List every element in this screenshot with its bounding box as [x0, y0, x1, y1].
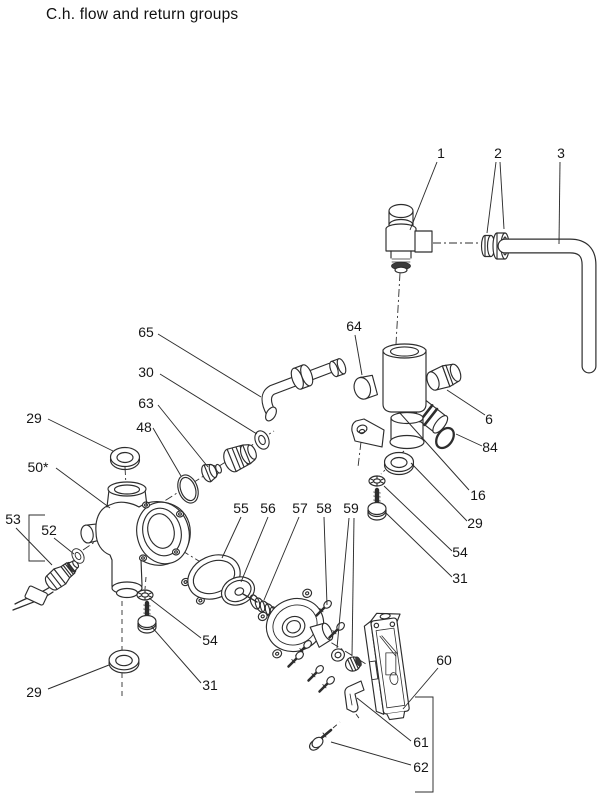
- part-washer-29-left: [109, 446, 141, 471]
- label-60: 60: [436, 652, 452, 668]
- part-valve-1: [385, 203, 433, 274]
- label-56: 56: [260, 500, 276, 516]
- part-pipe-65: [261, 358, 347, 422]
- label-59: 59: [343, 500, 359, 516]
- part-motor-60: [363, 612, 410, 721]
- label-63: 63: [138, 395, 154, 411]
- label-55: 55: [233, 500, 249, 516]
- label-29-right: 29: [467, 515, 483, 531]
- label-30: 30: [138, 364, 154, 380]
- label-6: 6: [485, 411, 493, 427]
- part-diaphragm-56: [220, 576, 258, 606]
- label-50: 50*: [27, 459, 49, 475]
- part-oring-48: [177, 474, 199, 504]
- label-29-left: 29: [26, 410, 42, 426]
- part-washer-29-mid: [383, 451, 415, 476]
- label-84: 84: [482, 439, 498, 455]
- part-return-body-50: [80, 481, 191, 599]
- label-31-right: 31: [452, 570, 468, 586]
- part-star-washer-54-right: [368, 475, 386, 487]
- label-65: 65: [138, 324, 154, 340]
- label-62: 62: [413, 759, 429, 775]
- part-valve-insert: [201, 463, 223, 483]
- part-labels: 1 2 3 64 65 30 63 48 29 6 84 50* 16 53 5…: [5, 145, 565, 775]
- leader-lines: [15, 161, 561, 766]
- part-fitting-63: [223, 444, 257, 473]
- label-57: 57: [292, 500, 308, 516]
- label-58: 58: [316, 500, 332, 516]
- bracket-60: [415, 696, 434, 793]
- part-screw-31-right: [368, 490, 386, 520]
- part-clip-61: [344, 680, 365, 713]
- label-52: 52: [41, 522, 57, 538]
- page-title: C.h. flow and return groups: [46, 6, 239, 23]
- label-16: 16: [470, 487, 486, 503]
- part-valve-cover: [257, 588, 334, 659]
- part-sensor-53: [12, 560, 80, 611]
- label-61: 61: [413, 734, 429, 750]
- label-53: 53: [5, 511, 21, 527]
- label-29-bottom: 29: [26, 684, 42, 700]
- part-oring-30: [251, 428, 273, 452]
- label-48: 48: [136, 419, 152, 435]
- label-2: 2: [494, 145, 502, 161]
- label-3: 3: [557, 145, 565, 161]
- part-plug-6: [426, 363, 462, 391]
- label-64: 64: [346, 318, 362, 334]
- part-washer-29-bottom: [108, 649, 140, 674]
- label-1: 1: [437, 145, 445, 161]
- part-star-washer-54-left: [136, 589, 154, 601]
- part-screw-62: [308, 728, 333, 751]
- part-oring-84: [435, 426, 455, 450]
- label-54-left: 54: [202, 632, 218, 648]
- label-31-left: 31: [202, 677, 218, 693]
- bracket-53: [28, 514, 45, 562]
- part-flow-body-16: [351, 343, 449, 450]
- part-bushings-59: [331, 648, 362, 672]
- part-pipe-3: [497, 238, 597, 374]
- label-54-right: 54: [452, 544, 468, 560]
